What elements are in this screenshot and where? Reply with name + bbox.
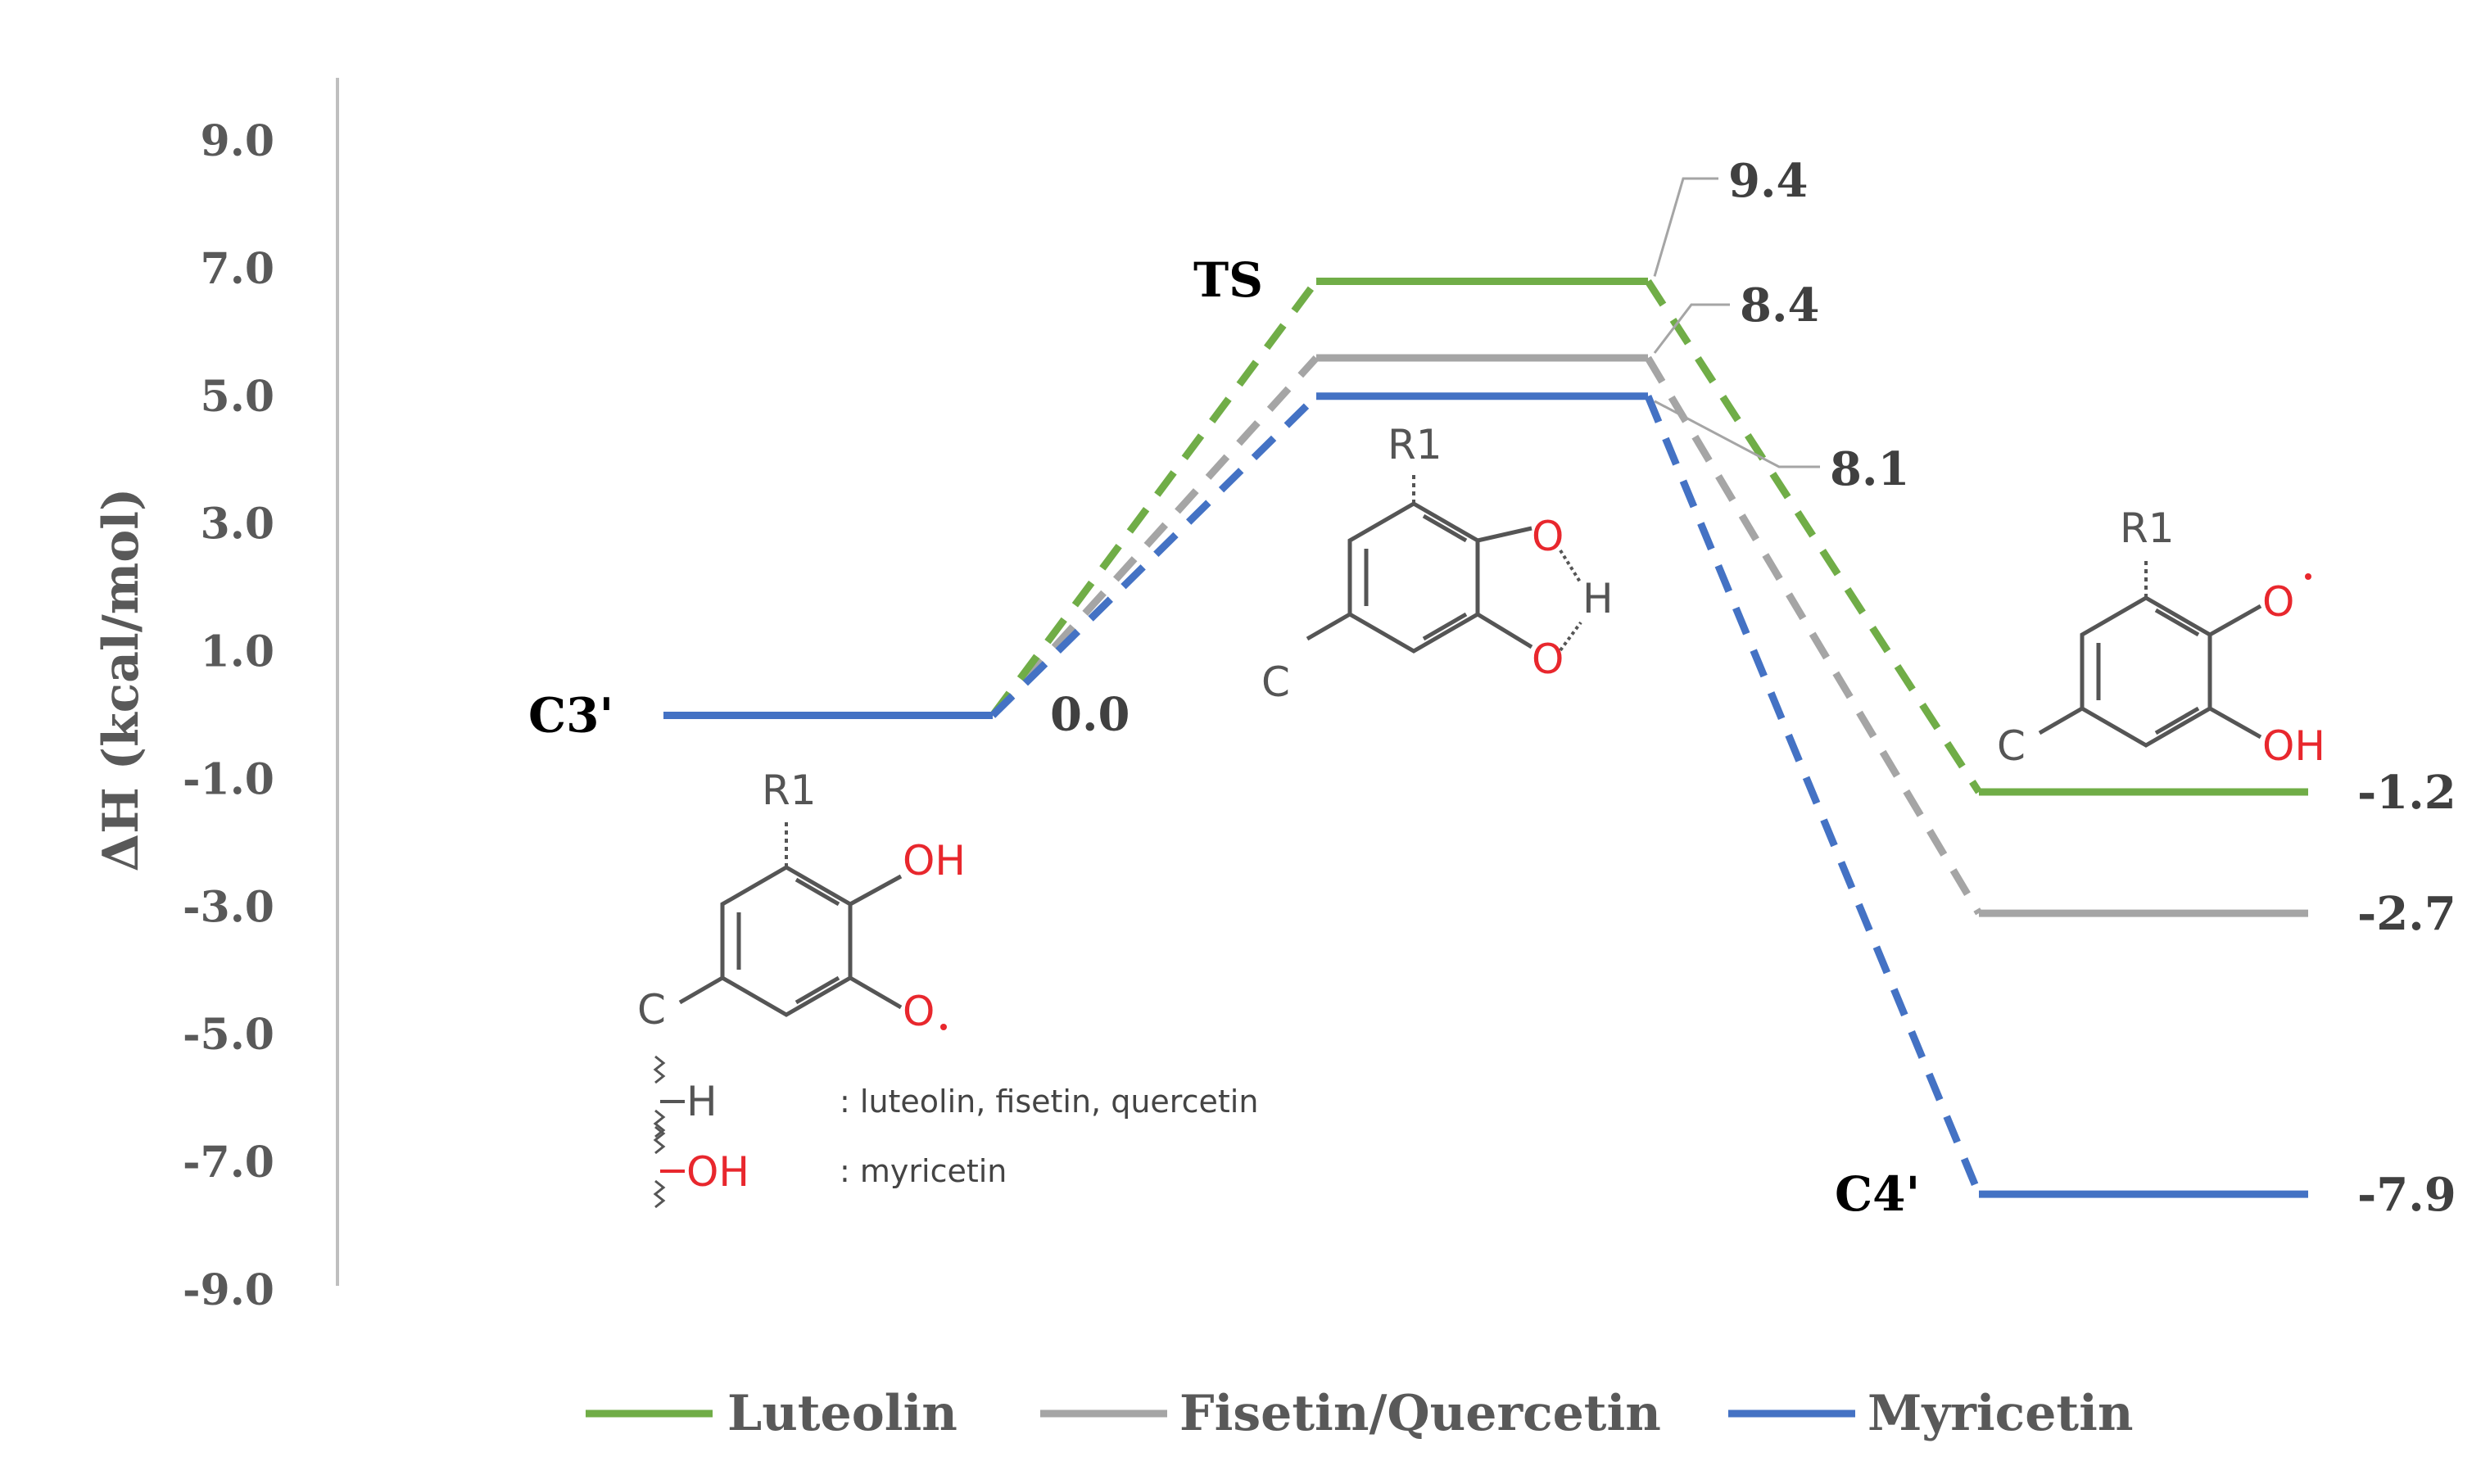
- state-label-product: C4': [1835, 1166, 1920, 1222]
- data-label-product: -1.2: [2357, 766, 2456, 820]
- connector-myricetin: [1644, 395, 1983, 1196]
- svg-text:C: C: [1997, 722, 2026, 770]
- data-label-reactant: 0.0: [1050, 688, 1130, 742]
- data-label-ts: 8.4: [1740, 278, 1819, 333]
- svg-text:OH: OH: [686, 1148, 749, 1196]
- label-leader-lines: [1653, 177, 1820, 468]
- state-label-ts: TS: [1193, 252, 1263, 308]
- energy-levels: [663, 277, 2308, 1198]
- svg-text:R1: R1: [762, 767, 817, 814]
- svg-text:R1: R1: [1388, 421, 1442, 468]
- reactant-structure: R1 OH O C: [637, 767, 966, 1035]
- connector-lines: [989, 278, 1983, 1196]
- y-tick-label: 3.0: [201, 500, 274, 550]
- y-tick-label: 7.0: [201, 244, 274, 294]
- substituent-key: H : luteolin, fisetin, quercetin OH : my…: [653, 1055, 1258, 1209]
- y-tick-label: -1.0: [183, 754, 274, 804]
- state-label-reactant: C3': [528, 688, 613, 744]
- svg-text:H: H: [1582, 575, 1614, 622]
- leader-line: [1653, 303, 1730, 354]
- svg-text:C: C: [1261, 658, 1290, 706]
- legend-label: Luteolin: [727, 1385, 958, 1442]
- data-label-ts: 9.4: [1728, 154, 1808, 208]
- y-tick-label: -3.0: [183, 882, 274, 932]
- ts-structure: R1 O H O C: [1261, 421, 1614, 706]
- data-labels: 0.0 9.4 8.4 8.1 -1.2 -2.7 -7.9: [1050, 154, 2456, 1222]
- y-tick-label: 5.0: [201, 372, 274, 422]
- data-label-product: -7.9: [2357, 1168, 2456, 1222]
- connector-luteolin: [1645, 279, 1982, 794]
- y-tick-label: -9.0: [183, 1265, 274, 1315]
- connector-fisetin-quercetin: [1645, 355, 1982, 916]
- svg-text:R1: R1: [2120, 504, 2175, 552]
- legend: Luteolin Fisetin/Quercetin Myricetin: [586, 1385, 2134, 1442]
- y-axis-ticks: 9.0 7.0 5.0 3.0 1.0 -1.0 -3.0 -5.0 -7.0 -9.0: [183, 116, 274, 1315]
- svg-text:: luteolin, fisetin, quercetin: : luteolin, fisetin, quercetin: [840, 1084, 1258, 1120]
- svg-text:O: O: [2262, 578, 2294, 626]
- y-tick-label: -5.0: [183, 1010, 274, 1060]
- data-label-product: -2.7: [2357, 887, 2456, 941]
- connector-myricetin: [989, 393, 1320, 718]
- data-label-ts: 8.1: [1830, 442, 1909, 496]
- svg-text:C: C: [637, 986, 666, 1034]
- svg-text:O: O: [903, 988, 935, 1035]
- svg-text:: myricetin: : myricetin: [840, 1153, 1007, 1189]
- y-tick-label: 9.0: [201, 116, 274, 166]
- svg-text:OH: OH: [903, 837, 966, 885]
- leader-line: [1654, 400, 1820, 468]
- product-structure: R1 O OH C: [1997, 504, 2325, 770]
- y-tick-label: -7.0: [183, 1138, 274, 1188]
- svg-text:O: O: [1532, 513, 1564, 560]
- connector-luteolin: [989, 278, 1320, 718]
- connector-fisetin-quercetin: [989, 355, 1320, 718]
- svg-text:O: O: [1532, 636, 1564, 683]
- y-axis-label: ΔH (kcal/mol): [93, 488, 150, 872]
- legend-label: Myricetin: [1868, 1385, 2134, 1442]
- state-labels: C3' TS C4': [528, 252, 1920, 1222]
- svg-text:OH: OH: [2262, 722, 2325, 770]
- svg-text:H: H: [686, 1078, 718, 1125]
- leader-line: [1653, 177, 1718, 277]
- y-tick-label: 1.0: [201, 627, 274, 677]
- legend-label: Fisetin/Quercetin: [1179, 1385, 1661, 1442]
